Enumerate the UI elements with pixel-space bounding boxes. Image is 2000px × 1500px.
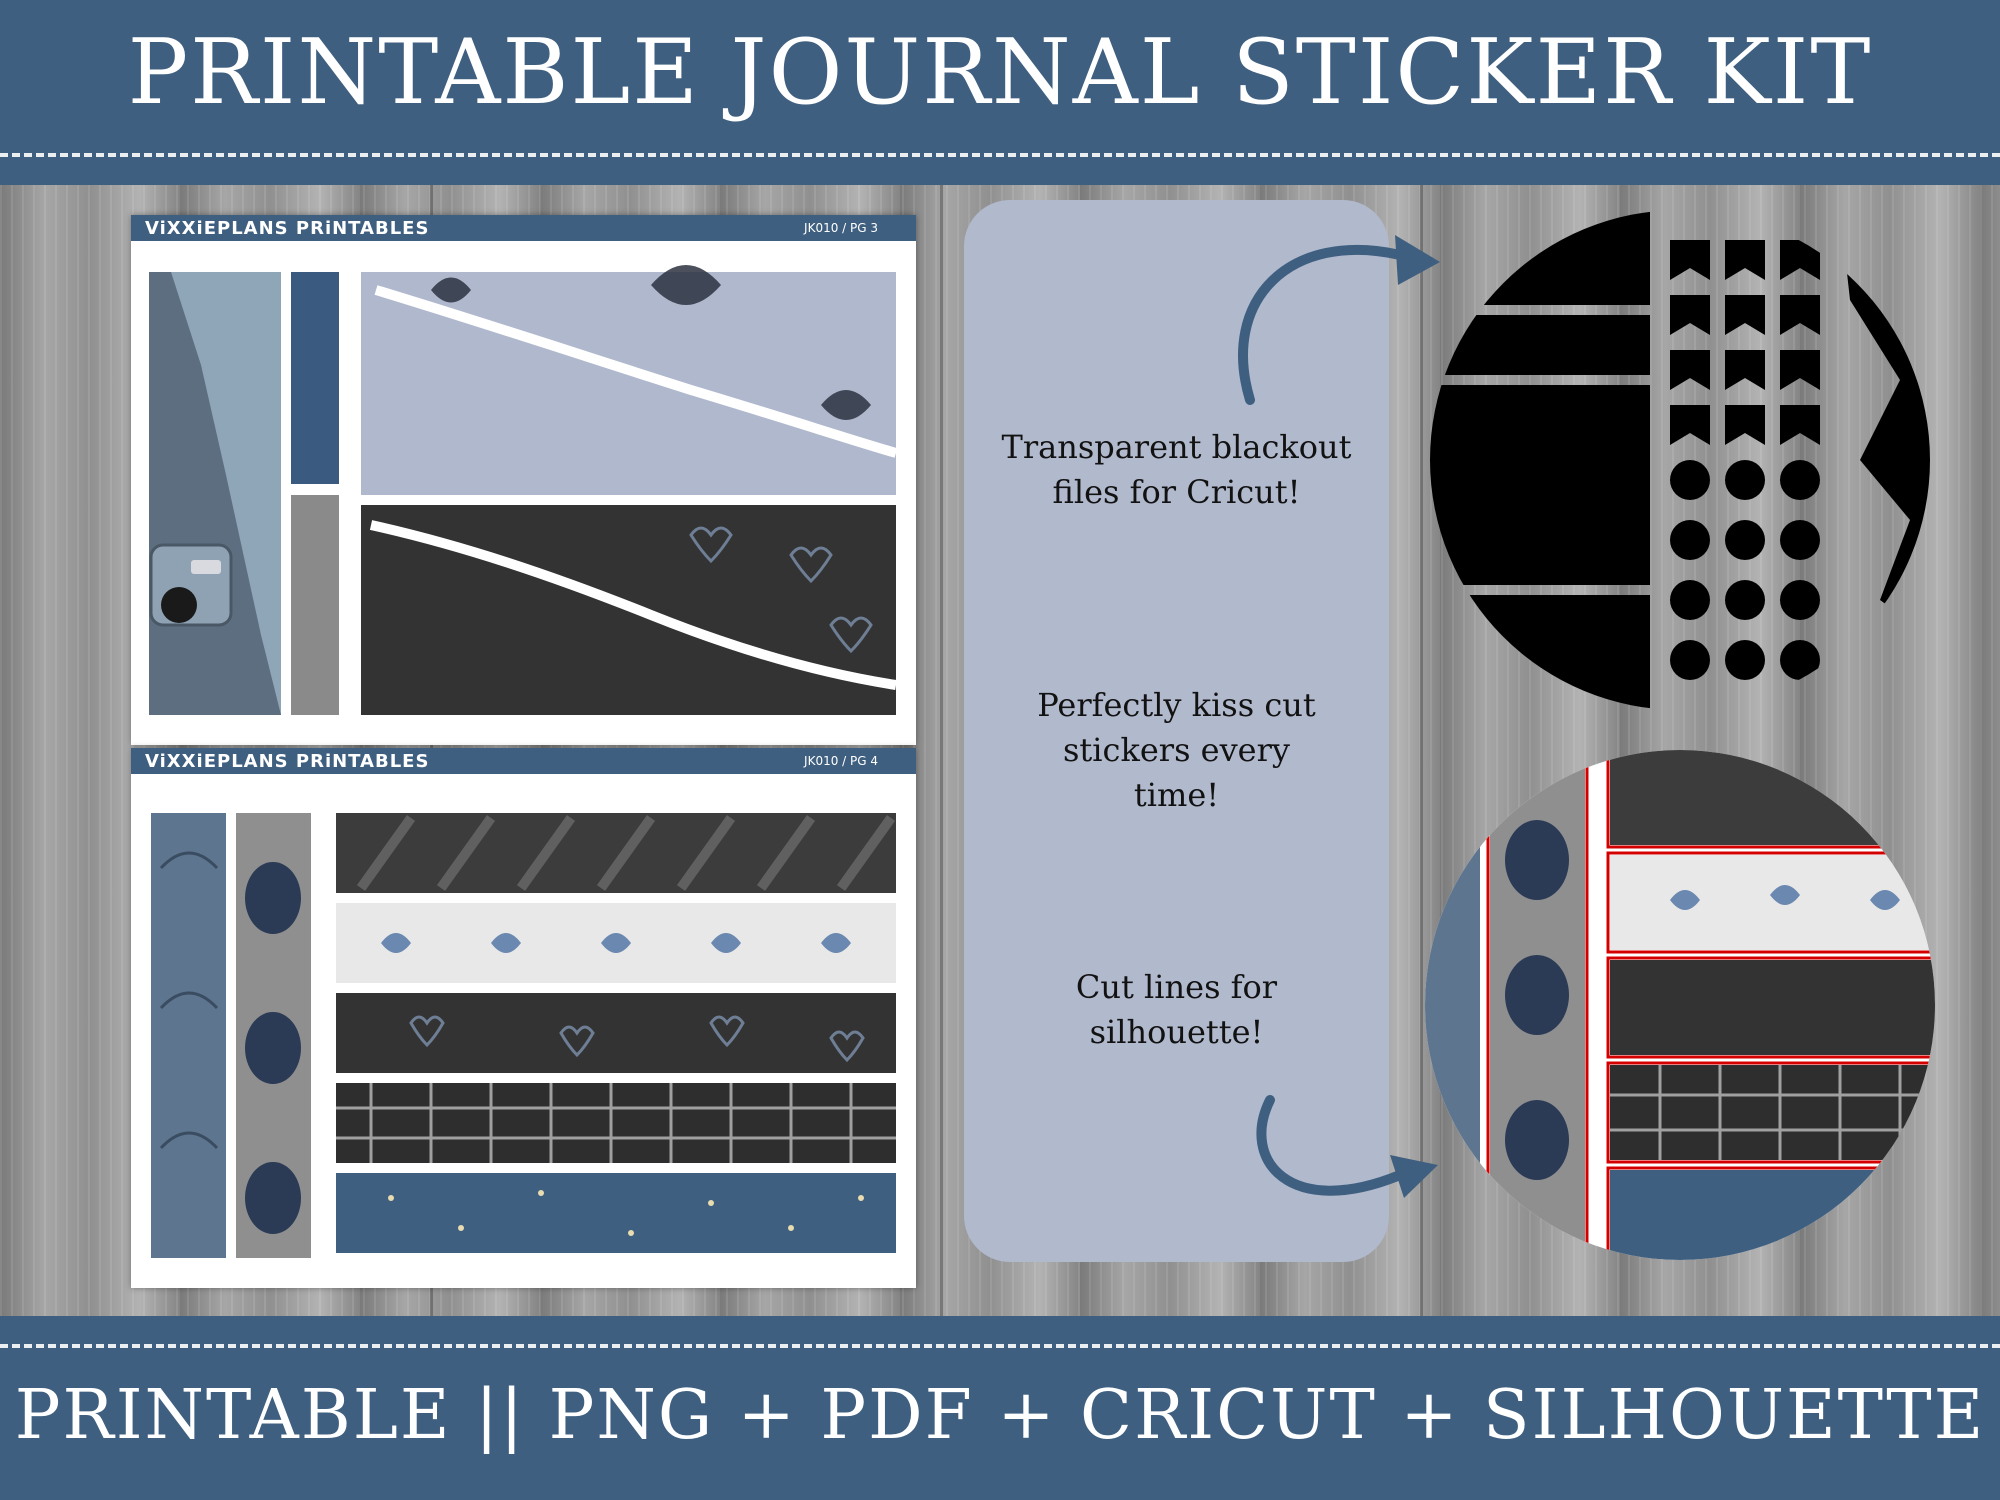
- navy-strip-sticker: [291, 272, 339, 484]
- cut-lines-preview-circle: [1425, 750, 1935, 1260]
- butterfly-pattern: [381, 933, 851, 953]
- blackout-strip: [1430, 210, 1650, 305]
- blackout-strip: [1430, 315, 1650, 375]
- star-washi-strip: [1610, 1170, 1935, 1260]
- heart-washi-strip: [1610, 960, 1935, 1055]
- wings-washi-strip: [151, 813, 226, 1258]
- bottom-banner-stitch: [0, 1344, 2000, 1348]
- sheet-header: ViXXiEPLANS PRiNTABLES JK010 / PG 4: [131, 748, 916, 774]
- feature-blackout-line2: files for Cricut!: [1052, 473, 1301, 511]
- page-title: PRINTABLE JOURNAL STICKER KIT: [127, 20, 1873, 125]
- wings-washi-strip: [1425, 750, 1480, 1260]
- format-list: PRINTABLE || PNG + PDF + CRICUT + SILHOU…: [14, 1376, 1986, 1455]
- plaid-washi-strip: [336, 1083, 896, 1163]
- plaid-pattern: [1610, 1065, 1935, 1160]
- blackout-strip: [1430, 595, 1650, 710]
- torn-white-stripe: [374, 285, 898, 458]
- sheet-pg3-art: [149, 265, 898, 715]
- heart-pattern: [409, 1015, 865, 1063]
- sheet-pg4-art: [151, 813, 896, 1258]
- torn-white-stripe: [369, 520, 897, 690]
- cut-line: [1486, 750, 1589, 1260]
- top-banner: PRINTABLE JOURNAL STICKER KIT: [0, 0, 2000, 185]
- zebra-washi-strip: [1610, 750, 1935, 845]
- feature-blackout: Transparent blackout files for Cricut!: [964, 425, 1389, 515]
- blackout-torn-piece: [1840, 210, 1930, 650]
- sheet-code: JK010 / PG 4: [804, 754, 878, 768]
- top-banner-stitch: [0, 153, 2000, 157]
- blackout-preview-circle: [1430, 210, 1930, 710]
- cut-line: [1606, 750, 1935, 1260]
- wood-seam: [1420, 185, 1423, 1316]
- blackout-strip: [1430, 385, 1650, 585]
- brand-label: ViXXiEPLANS PRiNTABLES: [145, 218, 430, 239]
- bottom-banner: PRINTABLE || PNG + PDF + CRICUT + SILHOU…: [0, 1316, 2000, 1500]
- feature-silhouette-line2: silhouette!: [1089, 1013, 1264, 1051]
- zebra-heart-pattern: [1505, 820, 1569, 1180]
- wings-pattern: [159, 851, 219, 1150]
- grey-strip-sticker: [291, 495, 339, 715]
- sticker-sheet-pg4: ViXXiEPLANS PRiNTABLES JK010 / PG 4: [131, 748, 916, 1288]
- star-washi-strip: [336, 1173, 896, 1253]
- zebra-heart-pattern: [245, 862, 301, 1234]
- star-pattern: [388, 1190, 864, 1236]
- heart-pattern: [689, 526, 873, 654]
- feature-silhouette-line1: Cut lines for: [1075, 968, 1278, 1006]
- sticker-sheet-pg3: ViXXiEPLANS PRiNTABLES JK010 / PG 3: [131, 215, 916, 745]
- blackout-dots: [1670, 460, 1820, 680]
- camera-flash: [191, 560, 221, 574]
- sheet-code: JK010 / PG 3: [804, 221, 878, 235]
- butterfly-pattern: [431, 265, 871, 420]
- feature-kiss-cut: Perfectly kiss cut stickers every time!: [964, 683, 1389, 818]
- zebra-pattern: [356, 815, 896, 891]
- brand-label: ViXXiEPLANS PRiNTABLES: [145, 751, 430, 772]
- feature-kiss-cut-line1: Perfectly kiss cut: [1037, 686, 1316, 724]
- butterfly-pattern: [1670, 885, 1900, 910]
- plaid-pattern: [336, 1083, 896, 1163]
- sheet-header: ViXXiEPLANS PRiNTABLES JK010 / PG 3: [131, 215, 916, 241]
- blackout-flags: [1670, 240, 1820, 445]
- plaid-washi-strip: [1610, 1065, 1935, 1160]
- feature-kiss-cut-line3: time!: [1133, 776, 1220, 814]
- feature-kiss-cut-line2: stickers every: [1063, 731, 1290, 769]
- camera-lens: [161, 587, 197, 623]
- wood-seam: [940, 185, 943, 1316]
- feature-blackout-line1: Transparent blackout: [1001, 428, 1352, 466]
- heart-washi-strip: [336, 993, 896, 1073]
- feature-silhouette: Cut lines for silhouette!: [964, 965, 1389, 1055]
